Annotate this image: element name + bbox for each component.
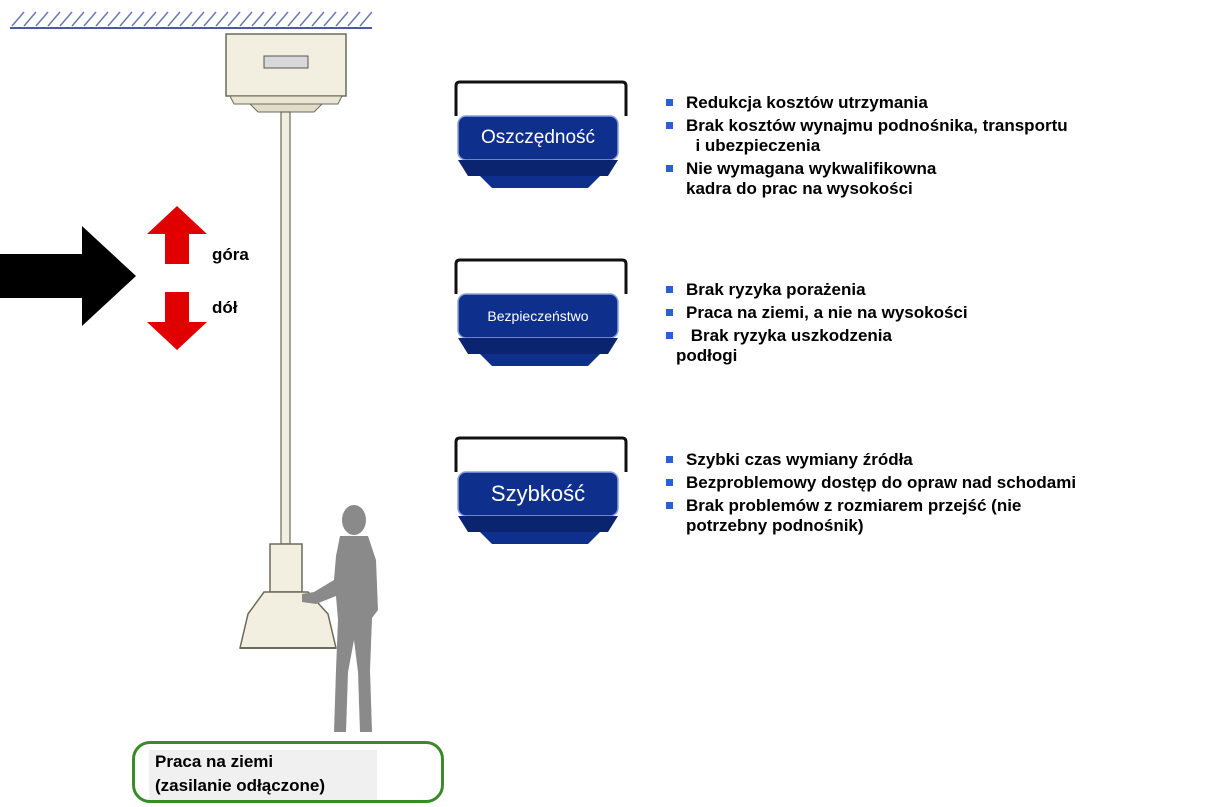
bullet-square-icon [666, 309, 673, 316]
list-item-continuation: podłogi [676, 346, 738, 365]
badge-icon [454, 258, 628, 366]
list-item: Bezproblemowy dostęp do opraw nad schoda… [664, 473, 1076, 493]
ground-label-panel: Praca na ziemi (zasilanie odłączone) [149, 750, 377, 800]
bullet-square-icon [666, 99, 673, 106]
ceiling-housing [225, 33, 347, 113]
label-up: góra [212, 245, 249, 264]
bullet-square-icon [666, 479, 673, 486]
badge-icon [454, 80, 628, 188]
badge-bezpieczenstwo: Bezpieczeństwo [450, 254, 630, 374]
arrow-down-icon [147, 292, 207, 350]
bullet-square-icon [666, 332, 673, 339]
bullet-square-icon [666, 456, 673, 463]
ground-work-label: Praca na ziemi (zasilanie odłączone) [132, 741, 444, 803]
list-item-text: Nie wymagana wykwalifikowna [686, 159, 937, 178]
ground-label-line2: (zasilanie odłączone) [155, 776, 326, 795]
lamp [239, 543, 337, 649]
badge-label: Oszczędność [480, 127, 596, 148]
badge-label: Szybkość [490, 481, 586, 506]
list-item-continuation: kadra do prac na wysokości [686, 179, 913, 198]
list-item-text: Szybki czas wymiany źródła [686, 450, 913, 469]
badge-oszczednosc: Oszczędność [450, 76, 630, 196]
worker-silhouette [302, 505, 378, 732]
label-down: dół [212, 298, 238, 317]
list-oszczednosc: Redukcja kosztów utrzymania Brak kosztów… [664, 93, 1068, 202]
arrow-up-icon [147, 206, 207, 264]
lift-illustration [225, 33, 347, 649]
bullet-square-icon [666, 122, 673, 129]
list-item: Brak kosztów wynajmu podnośnika, transpo… [664, 116, 1068, 156]
list-item-text: Brak ryzyka porażenia [686, 280, 866, 299]
badge-icon [454, 436, 628, 544]
badge-label: Bezpieczeństwo [487, 308, 589, 324]
list-item-text: Praca na ziemi, a nie na wysokości [686, 303, 968, 322]
list-item: Redukcja kosztów utrzymania [664, 93, 1068, 113]
bullet-square-icon [666, 165, 673, 172]
badge-szybkosc: Szybkość [450, 432, 630, 552]
lift-rod [280, 111, 291, 545]
list-item-continuation: potrzebny podnośnik) [686, 516, 864, 535]
ceiling-hatch [10, 11, 372, 29]
list-item-text: Brak ryzyka uszkodzenia [686, 326, 892, 345]
list-bezpieczenstwo: Brak ryzyka porażenia Praca na ziemi, a … [664, 280, 968, 369]
ground-label-line1: Praca na ziemi [155, 752, 274, 771]
list-item: Praca na ziemi, a nie na wysokości [664, 303, 968, 323]
list-item-text: Bezproblemowy dostęp do opraw nad schoda… [686, 473, 1077, 492]
list-item-text: Redukcja kosztów utrzymania [686, 93, 928, 112]
list-item-text: Brak kosztów wynajmu podnośnika, transpo… [686, 116, 1068, 135]
list-item: Szybki czas wymiany źródła [664, 450, 1076, 470]
bullet-square-icon [666, 286, 673, 293]
list-item-text: Brak problemów z rozmiarem przejść (nie [686, 496, 1022, 515]
list-szybkosc: Szybki czas wymiany źródła Bezproblemowy… [664, 450, 1076, 539]
big-arrow-right-icon [0, 226, 136, 326]
bullet-square-icon [666, 502, 673, 509]
list-item: Brak ryzyka porażenia [664, 280, 968, 300]
list-item-continuation: i ubezpieczenia [686, 136, 821, 155]
